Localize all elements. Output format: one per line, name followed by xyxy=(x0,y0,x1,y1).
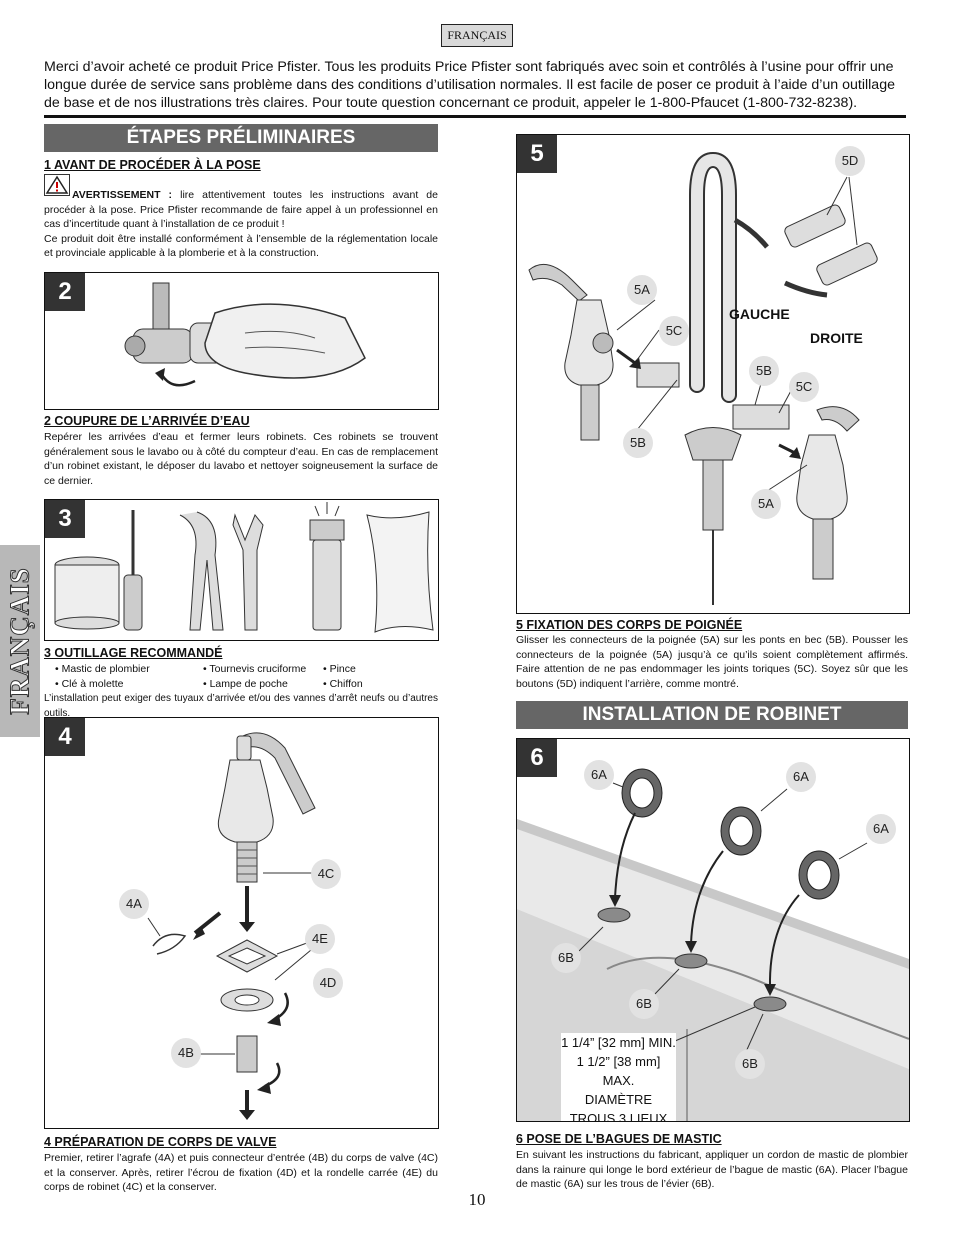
pliers-icon xyxy=(179,511,224,631)
step4-title: 4 PRÉPARATION DE CORPS DE VALVE xyxy=(44,1135,277,1149)
gasket-ring-icon xyxy=(798,850,840,900)
figure-3-number: 3 xyxy=(45,500,85,538)
step6-title: 6 POSE DE L’BAGUES DE MASTIC xyxy=(516,1132,722,1146)
tool-list-col2: • Tournevis cruciforme • Lampe de poche xyxy=(203,662,323,692)
callout-4d: 4D xyxy=(313,968,343,998)
figure-2: 2 xyxy=(44,272,439,410)
adjustable-wrench-icon xyxy=(232,513,264,631)
handle-assembly-illustration xyxy=(528,151,878,605)
hole-diameter-label: DIAMÈTRE xyxy=(584,1092,653,1107)
tool-item: • Pince xyxy=(323,663,356,675)
header-rule xyxy=(44,115,906,118)
gasket-ring-icon xyxy=(720,806,762,856)
callout-6a-2: 6A xyxy=(786,762,816,792)
callout-5a-right: 5A xyxy=(751,489,781,519)
label-droite: DROITE xyxy=(810,330,863,346)
page-number: 10 xyxy=(468,1190,486,1209)
step4-body: Premier, retirer l’agrafe (4A) et puis c… xyxy=(44,1152,438,1193)
hole-diameter-max: 1 1/2” [38 mm] MAX. xyxy=(576,1054,661,1088)
tool-list-col1: • Mastic de plombier • Clé à molette xyxy=(55,662,205,692)
figure-5-number: 5 xyxy=(517,135,557,173)
step1-body: AVERTISSEMENT : lire attentivement toute… xyxy=(44,174,438,261)
label-gauche: GAUCHE xyxy=(729,306,790,322)
callout-4e: 4E xyxy=(305,924,335,954)
step5-body: Glisser les connecteurs de la poignée (5… xyxy=(516,634,908,690)
tool-item: • Lampe de poche xyxy=(203,678,288,690)
figure-6: 6 6A 6A 6A 6B 6B 6B 1 1/4” [32 mm] MIN. … xyxy=(516,738,910,1122)
callout-6a-1: 6A xyxy=(584,760,614,790)
intro-paragraph: Merci d’avoir acheté ce produit Price Pf… xyxy=(44,59,895,111)
figure-2-number: 2 xyxy=(45,273,85,311)
step2-title: 2 COUPURE DE L’ARRIVÉE D’EAU xyxy=(44,414,250,428)
warning-icon xyxy=(44,174,70,196)
banner-faucet-installation: INSTALLATION DE ROBINET xyxy=(516,701,908,729)
gasket-ring-icon xyxy=(621,768,663,818)
banner-preliminary-steps: ÉTAPES PRÉLIMINAIRES xyxy=(44,124,438,152)
hole-count-label: TROUS 3 LIEUX xyxy=(569,1111,668,1122)
side-tab-label: FRANÇAIS xyxy=(4,567,35,716)
figure-4-number: 4 xyxy=(45,718,85,756)
figure-3: 3 xyxy=(44,499,439,641)
step1-title: 1 AVANT DE PROCÉDER À LA POSE xyxy=(44,158,261,172)
step2-body: Repérer les arrivées d’eau et fermer leu… xyxy=(44,431,438,487)
valve-body-illustration xyxy=(147,732,317,1120)
figure-6-number: 6 xyxy=(517,739,557,777)
hole-diameter-min: 1 1/4” [32 mm] MIN. xyxy=(561,1035,676,1050)
shutoff-valve-hand-illustration xyxy=(124,282,366,387)
plumbers-putty-icon xyxy=(54,556,120,630)
callout-5d: 5D xyxy=(835,146,865,176)
tool-item: • Chiffon xyxy=(323,678,363,690)
callout-6a-3: 6A xyxy=(866,814,896,844)
callout-5a-left: 5A xyxy=(627,275,657,305)
flashlight-icon xyxy=(309,502,345,631)
warning-text: lire attentivement toutes les instructio… xyxy=(44,189,438,230)
callout-4a: 4A xyxy=(119,889,149,919)
tool-list-col3: • Pince • Chiffon xyxy=(323,662,433,692)
screwdriver-icon xyxy=(123,510,143,631)
left-cartridge-icon xyxy=(733,204,846,249)
language-badge: FRANÇAIS xyxy=(441,24,513,47)
step3-note: L’installation peut exiger des tuyaux d’… xyxy=(44,693,438,719)
callout-6b-2: 6B xyxy=(629,989,659,1019)
callout-4c: 4C xyxy=(311,859,341,889)
callout-5c-left: 5C xyxy=(659,316,689,346)
callout-5c-right: 5C xyxy=(789,372,819,402)
hole-diameter-note: 1 1/4” [32 mm] MIN. 1 1/2” [38 mm] MAX. … xyxy=(561,1033,676,1122)
rag-icon xyxy=(366,511,434,633)
callout-4b: 4B xyxy=(171,1038,201,1068)
tool-item: • Mastic de plombier xyxy=(55,663,150,675)
language-side-tab: FRANÇAIS xyxy=(0,545,40,737)
figure-5: 5 5D 5A 5C 5B 5C 5B 5A GAUCHE DROITE xyxy=(516,134,910,614)
right-cartridge-icon xyxy=(783,242,878,298)
figure-4: 4 4A 4B 4C 4D 4E xyxy=(44,717,439,1129)
warning-label: AVERTISSEMENT : xyxy=(72,189,173,201)
tool-item: • Tournevis cruciforme xyxy=(203,663,307,675)
tools-illustration xyxy=(54,502,434,633)
step3-title: 3 OUTILLAGE RECOMMANDÉ xyxy=(44,646,223,660)
callout-5b-right: 5B xyxy=(749,356,779,386)
callout-6b-3: 6B xyxy=(735,1049,765,1079)
step1-code-text: Ce produit doit être installé conforméme… xyxy=(44,232,438,260)
step5-title: 5 FIXATION DES CORPS DE POIGNÉE xyxy=(516,618,743,632)
tool-item: • Clé à molette xyxy=(55,678,124,690)
step6-body: En suivant les instructions du fabricant… xyxy=(516,1149,908,1190)
callout-6b-1: 6B xyxy=(551,943,581,973)
callout-5b-left: 5B xyxy=(623,428,653,458)
